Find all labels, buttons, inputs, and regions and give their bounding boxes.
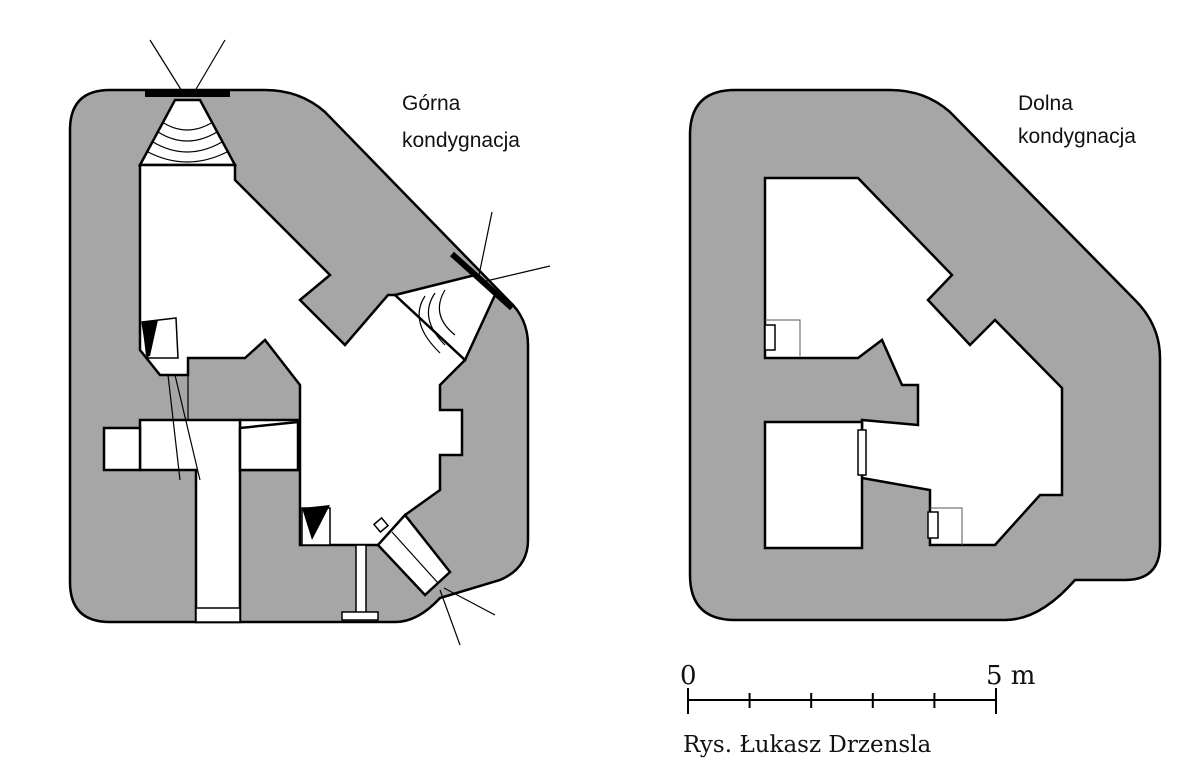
upper-se-sightline-2 xyxy=(443,587,496,616)
upper-floor-label-line2: kondygnacja xyxy=(402,129,520,152)
upper-right-niche xyxy=(238,420,300,472)
lower-room-north xyxy=(763,176,1064,547)
upper-floor-plan xyxy=(68,39,551,646)
scale-ticks xyxy=(687,688,997,714)
lower-niche-south-seat xyxy=(927,511,939,539)
lower-niche-south xyxy=(930,507,963,545)
lower-floor-label-line2: kondygnacja xyxy=(1018,125,1136,148)
upper-top-sightline-right xyxy=(191,39,226,97)
upper-left-niche xyxy=(102,426,142,472)
upper-se-embrasure xyxy=(376,513,452,597)
upper-corridor-exit xyxy=(195,607,241,623)
lower-floor-plan xyxy=(688,88,1162,622)
upper-ne-sightline-up xyxy=(477,211,493,281)
upper-se-sightline-1 xyxy=(439,589,461,646)
lower-room-south xyxy=(763,420,864,550)
upper-periscope-north-shadow xyxy=(142,320,158,356)
lower-niche-north xyxy=(765,319,801,356)
scale-end-label: 5 m xyxy=(986,661,1035,691)
upper-door-stub xyxy=(355,544,367,616)
upper-se-embrasure-inner xyxy=(391,531,439,584)
upper-floor-label-line1: Górna xyxy=(402,92,461,115)
upper-ladder-lines xyxy=(167,374,201,481)
lower-niche-north-seat xyxy=(764,324,776,351)
upper-periscope-south-shadow xyxy=(302,505,330,540)
upper-top-sightline-left xyxy=(149,39,186,97)
upper-se-embrasure-knob xyxy=(372,516,390,534)
scale-start-label: 0 xyxy=(680,661,697,691)
credit-text: Rys. Łukasz Drzensla xyxy=(683,732,932,758)
upper-top-embrasure-arcs xyxy=(147,121,228,163)
lower-doorway xyxy=(857,429,867,476)
upper-ne-embrasure-arcs xyxy=(418,289,456,354)
lower-floor-label-line1: Dolna xyxy=(1018,92,1073,115)
scale-bar: 0 5 m xyxy=(680,661,1035,714)
upper-ne-sightline-right xyxy=(481,265,551,283)
upper-door-sill xyxy=(341,611,379,621)
upper-ne-armor-plate xyxy=(449,251,515,311)
